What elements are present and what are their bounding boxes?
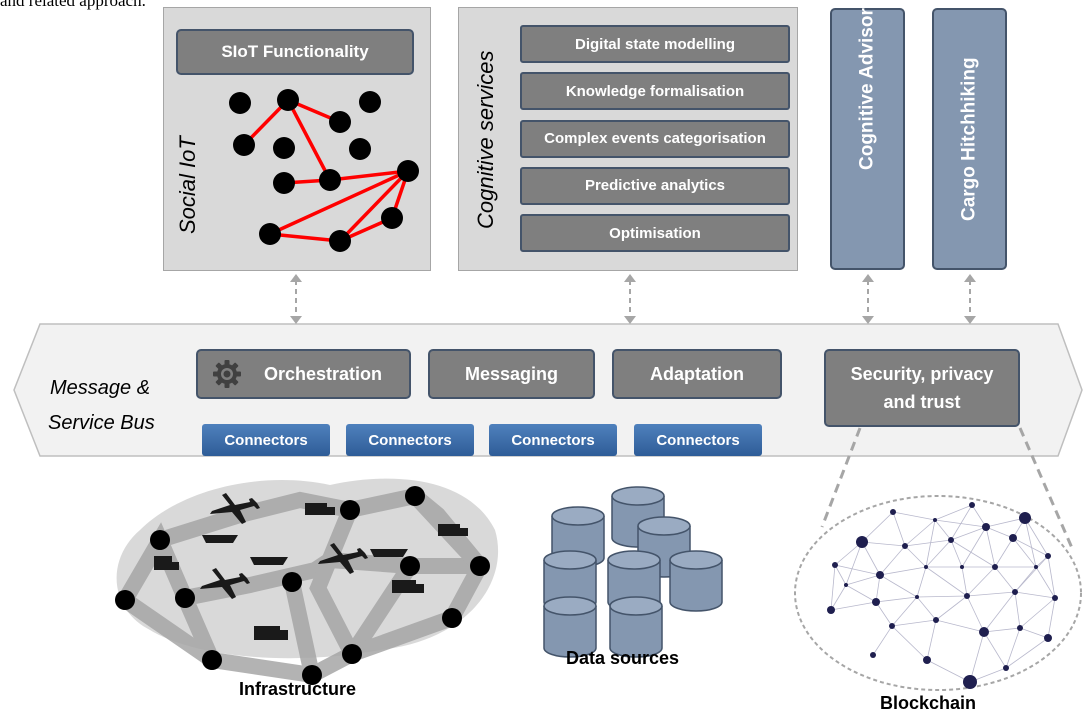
orchestration-button[interactable]: Orchestration: [196, 349, 411, 399]
blockchain-node: [992, 564, 998, 570]
bus-title-line1: Message &: [50, 377, 151, 399]
plane-icon: [318, 543, 368, 574]
truck-icon: [254, 626, 280, 640]
siot-functionality-button[interactable]: SIoT Functionality: [176, 29, 414, 75]
infrastructure-network: [115, 478, 499, 685]
blockchain-node: [844, 583, 848, 587]
cognitive-services-title: Cognitive services: [473, 50, 498, 230]
blockchain-node: [872, 598, 880, 606]
connector-button[interactable]: Connectors: [346, 424, 474, 456]
blockchain-node: [948, 537, 954, 543]
cognitive-service-item[interactable]: Optimisation: [520, 214, 790, 253]
blockchain-node: [832, 562, 838, 568]
cognitive-advisor-label: Cognitive Advisor: [856, 8, 878, 170]
connector-button[interactable]: Connectors: [489, 424, 617, 456]
blockchain-link-right: [1018, 427, 1074, 549]
blockchain-node: [982, 523, 990, 531]
ship-icon: [202, 535, 238, 543]
blockchain-node: [933, 617, 939, 623]
blockchain-node: [1019, 512, 1031, 524]
blockchain-node: [924, 565, 928, 569]
truck-icon: [154, 556, 172, 570]
blockchain-node: [856, 536, 868, 548]
infrastructure-label: Infrastructure: [239, 679, 357, 699]
arrow-heads: [290, 274, 976, 324]
adaptation-button[interactable]: Adaptation: [612, 349, 782, 399]
blockchain-node: [915, 595, 919, 599]
blockchain-node: [1012, 589, 1018, 595]
caption-fragment: and related approach.: [0, 0, 146, 10]
siot-graph: [229, 89, 419, 252]
blockchain-node: [979, 627, 989, 637]
blockchain-node: [964, 593, 970, 599]
truck-icon: [305, 503, 327, 515]
blockchain-node: [1009, 534, 1017, 542]
blockchain-node: [969, 502, 975, 508]
blockchain-oval: [794, 495, 1082, 691]
blockchain-node: [870, 652, 876, 658]
ship-icon: [250, 557, 288, 565]
blockchain-node: [1045, 553, 1051, 559]
security-label-line2: and trust: [883, 392, 961, 412]
blockchain-label: Blockchain: [880, 693, 977, 713]
social-iot-title: Social IoT: [175, 136, 200, 234]
blockchain-node: [1052, 595, 1058, 601]
cargo-hitchhiking-label: Cargo Hitchhiking: [958, 57, 980, 221]
cognitive-service-item[interactable]: Knowledge formalisation: [520, 72, 790, 111]
truck-icon: [438, 524, 460, 536]
blockchain-node: [827, 606, 835, 614]
blockchain-node: [1034, 565, 1038, 569]
security-button[interactable]: Security, privacy and trust: [824, 349, 1020, 427]
truck-icon: [392, 580, 416, 593]
blockchain-node: [1017, 625, 1023, 631]
blockchain-node: [876, 571, 884, 579]
blockchain-node: [902, 543, 908, 549]
data-sources-cylinders: [543, 486, 723, 658]
data-sources-label: Data sources: [566, 648, 680, 668]
blockchain-nodes: [827, 502, 1058, 689]
messaging-button[interactable]: Messaging: [428, 349, 595, 399]
security-label-line1: Security, privacy: [850, 364, 994, 384]
dashed-arrows: [295, 280, 971, 318]
database-cylinder: [609, 606, 663, 658]
blockchain-node: [963, 675, 977, 689]
orchestration-label: Orchestration: [264, 363, 383, 384]
plane-icon: [210, 493, 260, 524]
connector-button[interactable]: Connectors: [202, 424, 330, 456]
blockchain-node: [1003, 665, 1009, 671]
blockchain-node: [1044, 634, 1052, 642]
connector-button[interactable]: Connectors: [634, 424, 762, 456]
plane-icon: [200, 568, 250, 599]
blockchain-edges: [830, 504, 1056, 683]
bus-title-line2: Service Bus: [48, 412, 155, 434]
blockchain-node: [923, 656, 931, 664]
cognitive-service-item[interactable]: Complex events categorisation: [520, 119, 790, 158]
cognitive-advisor-button[interactable]: [830, 8, 905, 270]
blockchain-node: [960, 565, 964, 569]
blockchain-node: [889, 623, 895, 629]
database-cylinder: [669, 560, 723, 612]
cognitive-service-item[interactable]: Predictive analytics: [520, 166, 790, 205]
blockchain-node: [933, 518, 937, 522]
blockchain-node: [890, 509, 896, 515]
blockchain-link-left: [820, 427, 862, 528]
cognitive-service-item[interactable]: Digital state modelling: [520, 25, 790, 63]
database-cylinder: [543, 606, 597, 658]
cargo-hitchhiking-button[interactable]: [932, 8, 1007, 270]
social-iot-panel: [163, 7, 431, 271]
gear-icon: [212, 359, 242, 389]
ship-icon: [370, 549, 408, 557]
